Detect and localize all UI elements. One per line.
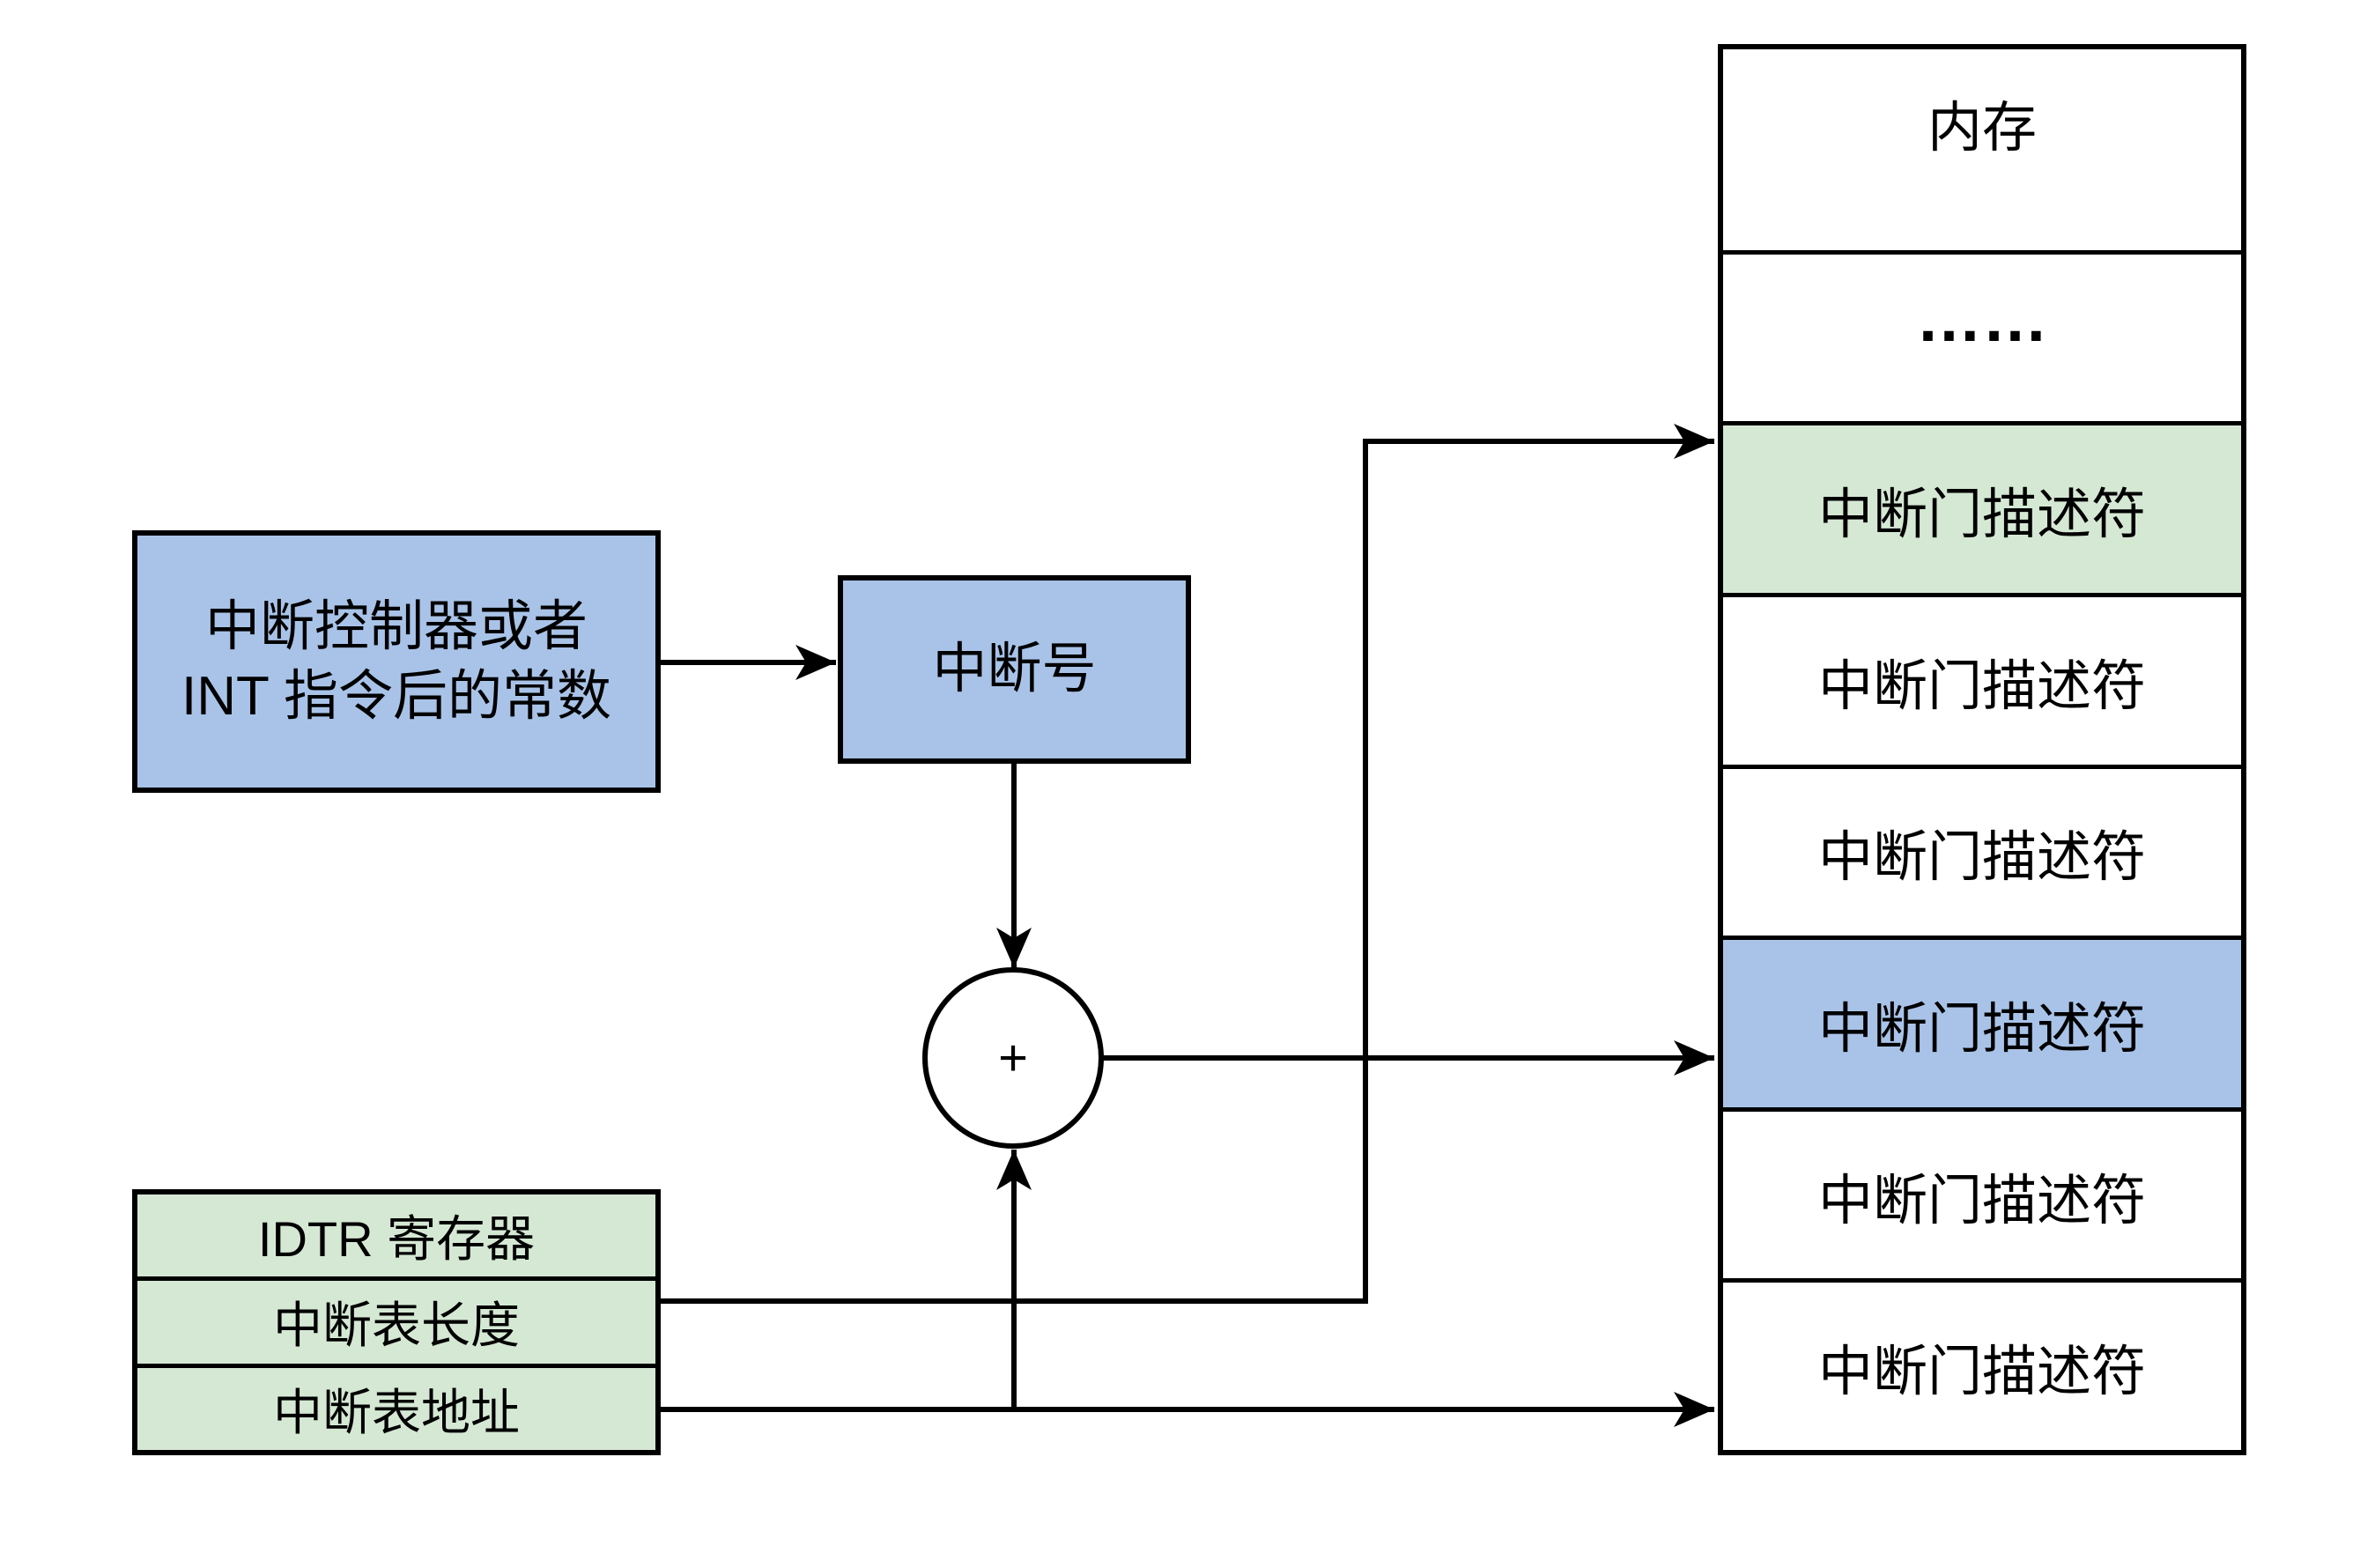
interrupt-source-line1: 中断控制器或者 [204,595,588,657]
interrupt-number-label: 中断号 [932,639,1097,700]
memory-table-header: 内存 [1723,49,2241,255]
memory-table-row-descriptor: 中断门描述符 [1723,1283,2241,1450]
idtr-table-row-register: IDTR 寄存器 [137,1194,655,1282]
memory-table-row-descriptor: 中断门描述符 [1723,596,2241,769]
ellipsis-label: …… [1916,281,2048,356]
interrupt-number-box: 中断号 [838,575,1191,764]
arrow-table-length-to-green-descriptor [661,424,1714,1304]
idtr-register-table: IDTR 寄存器 中断表长度 中断表地址 [132,1189,661,1455]
adder-circle: + [922,967,1104,1149]
memory-table: 内存 …… 中断门描述符 中断门描述符 中断门描述符 中断门描述符 中断门描述符… [1718,44,2246,1455]
memory-table-row-ellipsis: …… [1723,254,2241,426]
idtr-table-row-address: 中断表地址 [273,1384,520,1440]
interrupt-source-line2: INT 指令后的常数 [181,666,611,727]
interrupt-source-box: 中断控制器或者 INT 指令后的常数 [132,530,661,793]
idtr-table-row-length: 中断表长度 [137,1281,655,1368]
memory-table-row-descriptor: 中断门描述符 [1723,1111,2241,1283]
memory-table-row-descriptor-green: 中断门描述符 [1723,425,2241,597]
plus-icon: + [998,1030,1028,1087]
memory-table-row-descriptor: 中断门描述符 [1723,768,2241,941]
memory-table-row-descriptor-blue: 中断门描述符 [1723,940,2241,1112]
